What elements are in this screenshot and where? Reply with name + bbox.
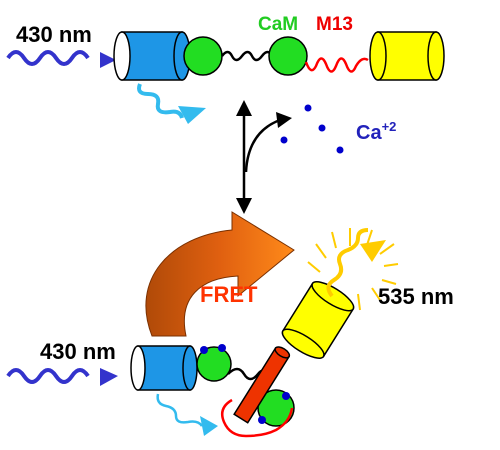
cam-lobe-left-top (183, 36, 223, 76)
equilibrium-arrow (236, 100, 292, 214)
cam-linker-top (221, 50, 274, 62)
m13-peptide-top (304, 57, 369, 73)
excitation-label-bottom: 430 nm (40, 339, 116, 364)
bound-calcium (258, 416, 266, 424)
yfp-emission-arrowhead (360, 240, 386, 262)
cfp-emission-arrowhead-bottom (200, 416, 218, 436)
excitation-wave-top (6, 50, 90, 66)
unbound-sensor (6, 31, 445, 124)
calcium-ion (304, 104, 312, 112)
cfp-end-bottom (182, 345, 198, 391)
cfp-emission-wave-top (137, 83, 184, 119)
excitation-arrowhead-top (100, 52, 116, 68)
cfp-emission-arrowhead-top (178, 106, 206, 124)
m13-helix (233, 346, 291, 424)
bound-calcium (200, 346, 208, 354)
cfp-cap-top (113, 31, 131, 81)
cfp-cylinder-bottom (137, 345, 191, 391)
m13-label: M13 (316, 14, 353, 35)
emission-label: 535 nm (378, 284, 454, 309)
calcium-binding-arrow (244, 118, 281, 173)
fret-arrow (145, 211, 295, 337)
fret-label: FRET (200, 282, 258, 307)
bound-calcium (282, 392, 290, 400)
calcium-label: Ca+2 (356, 119, 396, 144)
calcium-ion (336, 146, 344, 154)
yfp-cylinder-top (377, 31, 437, 81)
yfp-cap-top (369, 31, 387, 81)
cam-label: CaM (258, 14, 298, 35)
excitation-label-top: 430 nm (16, 22, 92, 47)
cfp-cap-bottom (130, 345, 146, 391)
cfp-cylinder-top (121, 31, 183, 81)
calcium-ion (318, 124, 326, 132)
bound-calcium (218, 344, 226, 352)
cam-lobe-right-top (268, 36, 308, 76)
m13-tail-bottom (221, 398, 294, 438)
yfp-cylinder-bottom (281, 281, 355, 359)
excitation-wave-bottom (6, 368, 90, 384)
bound-sensor (6, 228, 399, 438)
cam-lobe-left-bottom (196, 346, 232, 382)
cfp-emission-wave-bottom (156, 393, 204, 427)
yfp-end-top (427, 31, 445, 81)
excitation-arrowhead-bottom (100, 368, 118, 386)
yfp-emission-wave (326, 228, 369, 298)
calcium-ions (280, 104, 344, 154)
calcium-ion (280, 136, 288, 144)
